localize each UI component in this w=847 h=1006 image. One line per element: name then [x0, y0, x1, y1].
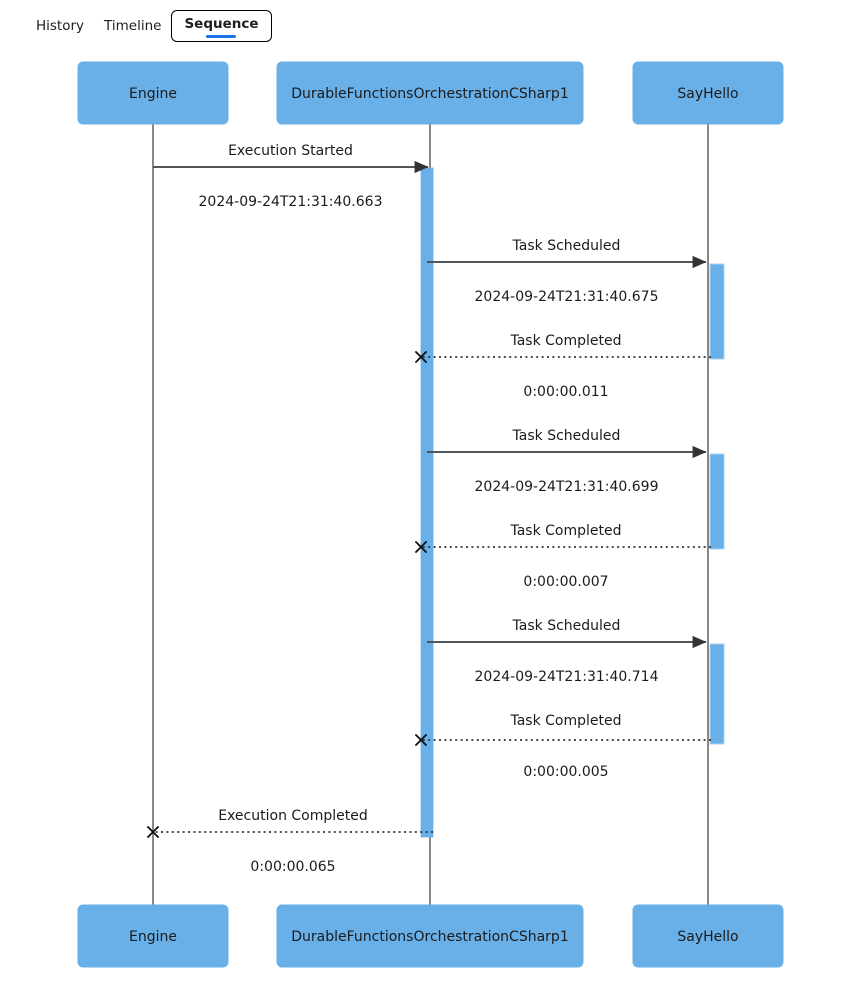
participant-label: Engine	[129, 929, 177, 945]
participant-box[interactable]	[77, 904, 229, 968]
activation-bar	[709, 643, 725, 745]
activations-group	[420, 167, 725, 838]
participants-bottom-group: Engine DurableFunctionsOrchestrationCShar…	[77, 904, 784, 968]
message-timestamp: 0:00:00.011	[523, 384, 608, 400]
tab-history-label: History	[36, 17, 85, 34]
return-cross-icon	[415, 351, 427, 363]
message-label: Task Completed	[509, 523, 621, 539]
message-label: Execution Started	[228, 143, 353, 159]
message-label: Task Scheduled	[512, 618, 621, 634]
message-timestamp: 0:00:00.007	[523, 574, 608, 590]
tab-sequence[interactable]: Sequence	[171, 10, 272, 42]
tab-sequence-label: Sequence	[184, 16, 259, 33]
message-timestamp: 2024-09-24T21:31:40.663	[199, 194, 383, 210]
participants-top-group: Engine DurableFunctionsOrchestrationCShar…	[77, 61, 784, 125]
participant-DurableFunctionsOrchestrationCSharp1[interactable]: DurableFunctionsOrchestrationCSharp1	[276, 61, 584, 125]
activation-bar	[709, 263, 725, 360]
participant-box[interactable]	[632, 61, 784, 125]
participant-label: DurableFunctionsOrchestrationCSharp1	[291, 86, 568, 102]
message-3: Task Completed 0:00:00.011	[415, 333, 711, 400]
participant-box[interactable]	[77, 61, 229, 125]
message-1: Execution Started 2024-09-24T21:31:40.663	[153, 143, 429, 210]
participant-box[interactable]	[276, 904, 584, 968]
tab-timeline-label: Timeline	[104, 17, 162, 34]
message-7: Task Completed 0:00:00.005	[415, 713, 711, 780]
participant-label: SayHello	[677, 929, 738, 945]
activation-bar	[420, 167, 434, 838]
message-2: Task Scheduled 2024-09-24T21:31:40.675	[427, 238, 707, 305]
message-timestamp: 0:00:00.005	[523, 764, 608, 780]
message-8: Execution Completed 0:00:00.065	[147, 808, 433, 875]
message-6: Task Scheduled 2024-09-24T21:31:40.714	[427, 618, 707, 685]
activation-bar	[709, 453, 725, 550]
tab-timeline[interactable]: Timeline	[94, 13, 171, 40]
return-cross-icon	[415, 541, 427, 553]
message-timestamp: 2024-09-24T21:31:40.699	[475, 479, 659, 495]
participant-Engine[interactable]: Engine	[77, 61, 229, 125]
return-cross-icon	[415, 734, 427, 746]
participant-label: Engine	[129, 86, 177, 102]
message-label: Execution Completed	[218, 808, 368, 824]
return-cross-icon	[147, 826, 159, 838]
message-timestamp: 0:00:00.065	[250, 859, 335, 875]
participant-Engine[interactable]: Engine	[77, 904, 229, 968]
message-label: Task Completed	[509, 713, 621, 729]
message-5: Task Completed 0:00:00.007	[415, 523, 711, 590]
message-timestamp: 2024-09-24T21:31:40.714	[475, 669, 659, 685]
participant-label: SayHello	[677, 86, 738, 102]
tab-bar: History Timeline Sequence	[0, 0, 847, 52]
participant-box[interactable]	[632, 904, 784, 968]
messages-group: Execution Started 2024-09-24T21:31:40.663…	[147, 143, 711, 875]
participant-box[interactable]	[276, 61, 584, 125]
participant-DurableFunctionsOrchestrationCSharp1[interactable]: DurableFunctionsOrchestrationCSharp1	[276, 904, 584, 968]
message-label: Task Completed	[509, 333, 621, 349]
message-label: Task Scheduled	[512, 238, 621, 254]
tab-active-underline	[206, 34, 237, 38]
tab-history[interactable]: History	[26, 13, 94, 40]
participant-SayHello[interactable]: SayHello	[632, 61, 784, 125]
message-4: Task Scheduled 2024-09-24T21:31:40.699	[427, 428, 707, 495]
message-timestamp: 2024-09-24T21:31:40.675	[475, 289, 659, 305]
message-label: Task Scheduled	[512, 428, 621, 444]
participant-label: DurableFunctionsOrchestrationCSharp1	[291, 929, 568, 945]
participant-SayHello[interactable]: SayHello	[632, 904, 784, 968]
